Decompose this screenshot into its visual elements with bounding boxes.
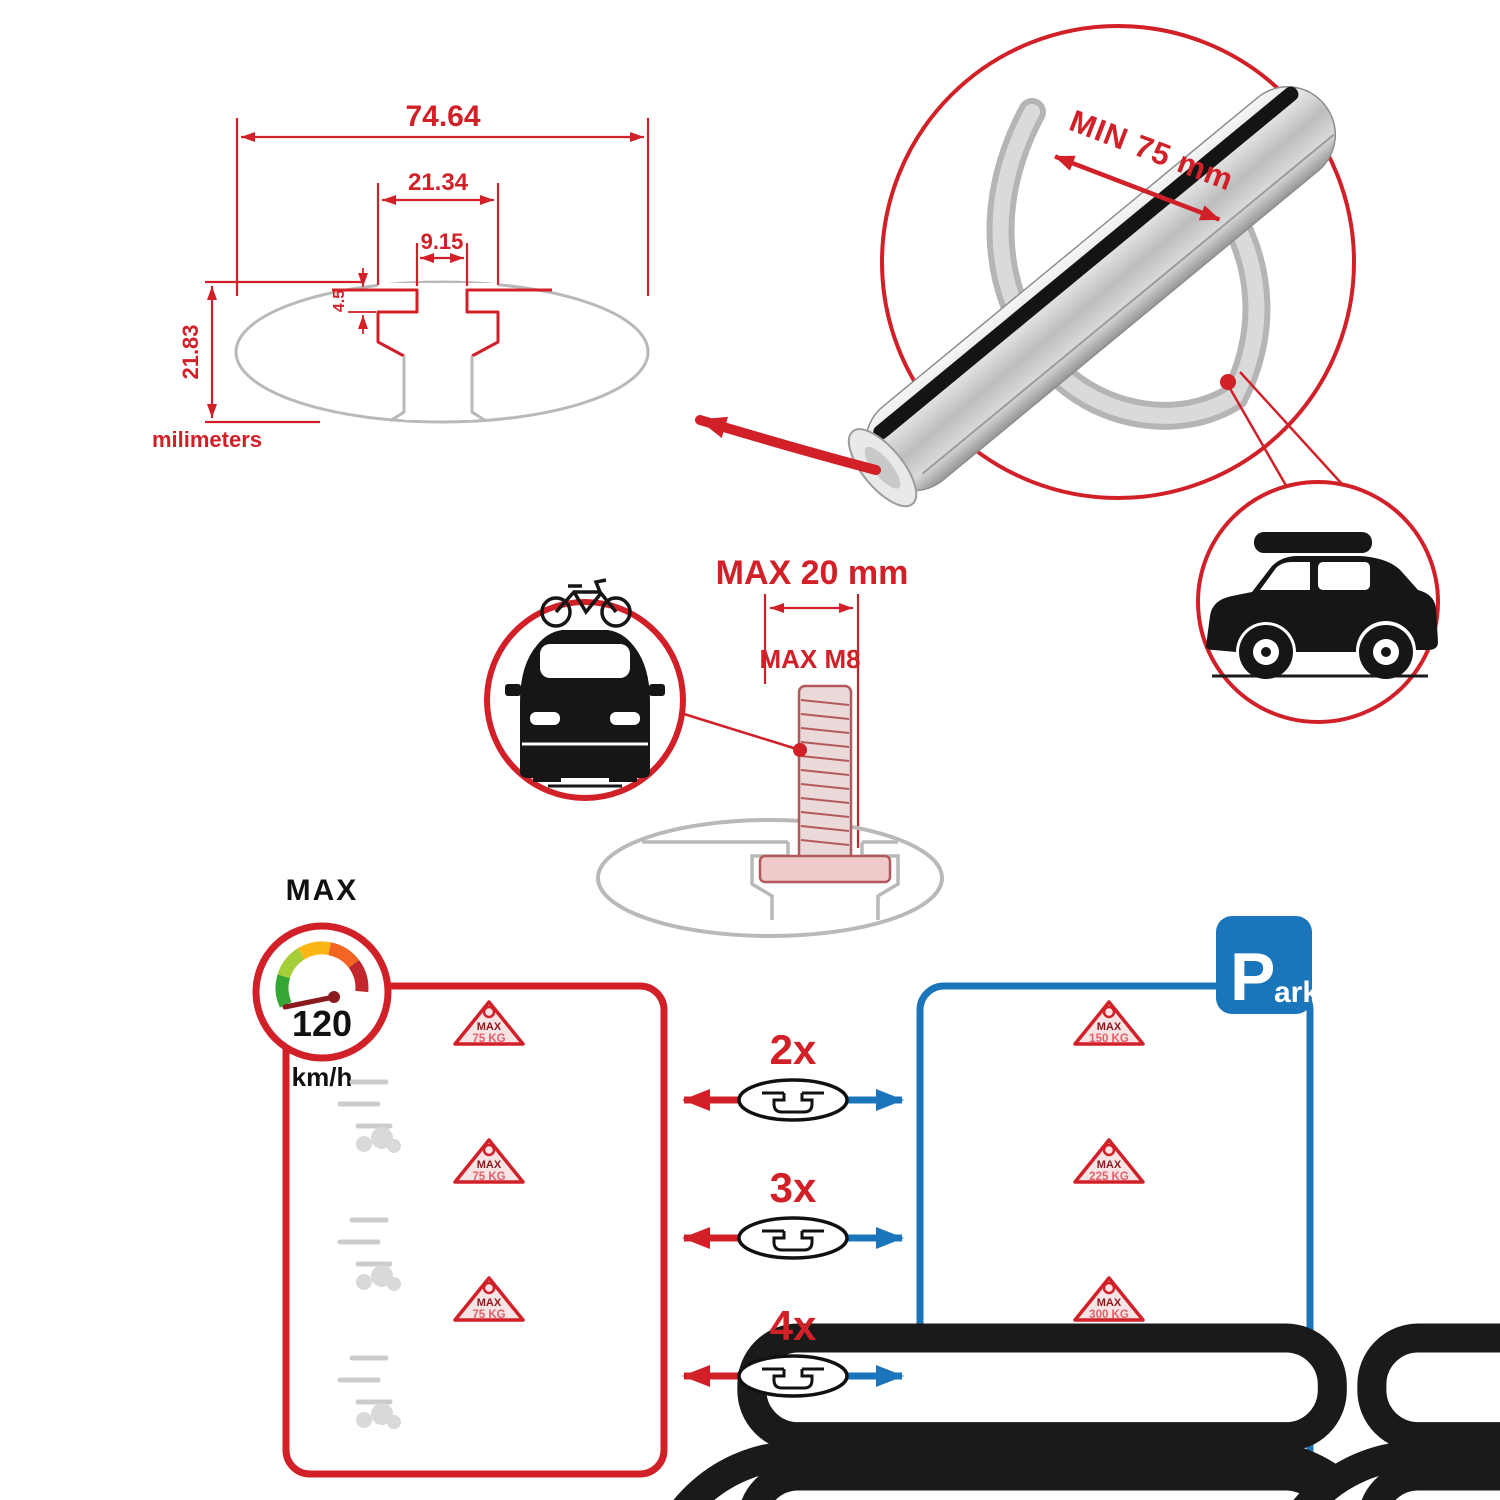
headlight-right xyxy=(610,712,640,725)
parked-cars: MAX 150 KG MAX 225 KG MAX 300 KG xyxy=(1058,1000,1500,1500)
car-front-circle xyxy=(484,578,686,801)
load-badge: MAX 75 KG xyxy=(453,1000,525,1046)
profile-ellipse-ghost xyxy=(596,818,944,938)
dim-channel-width: 21.34 xyxy=(408,169,469,196)
count-row-1: 2x xyxy=(682,1026,904,1122)
detail-arrow xyxy=(695,415,881,475)
bolt-max-length-label: MAX 20 mm xyxy=(716,554,909,592)
speed-value: 120 xyxy=(292,1003,352,1044)
park-p: P xyxy=(1230,939,1275,1015)
roof-box xyxy=(1254,532,1372,553)
count-row-2: 3x xyxy=(682,1164,904,1260)
crossbar-section-icon xyxy=(737,1354,849,1398)
rubber-strip xyxy=(873,86,1299,440)
slot-stem xyxy=(389,356,487,423)
mirror-right xyxy=(649,684,665,696)
dim-slot-width: 9.15 xyxy=(421,229,464,254)
mirror-left xyxy=(505,684,521,696)
bar-detail-circle: MIN 75 mm xyxy=(847,24,1356,516)
units-label: milimeters xyxy=(152,427,262,452)
driving-car-row-3: MAX 75 KG xyxy=(337,1276,525,1429)
dim-total-height: 21.83 xyxy=(178,324,203,379)
bolt-callout-line xyxy=(683,712,801,752)
threaded-bolt xyxy=(758,684,892,884)
multiplier-label: 3x xyxy=(770,1164,817,1211)
bolt-t-foot xyxy=(758,854,892,884)
badge-weight-label: 75 KG xyxy=(472,1171,505,1183)
headlight-left xyxy=(530,712,560,725)
park-ark: ark xyxy=(1274,976,1319,1009)
gauge-arc xyxy=(275,941,369,1008)
bolt-max-thread-label: MAX M8 xyxy=(759,644,860,674)
driving-panel xyxy=(282,982,668,1478)
driving-car-row-1: MAX 75 KG xyxy=(337,1000,1500,1500)
cross-section-drawing: 74.64 21.34 9.15 21.83 4.5 milimeters xyxy=(152,100,650,452)
dim-total-width: 74.64 xyxy=(405,100,480,133)
badge-max-label: MAX xyxy=(477,1159,502,1171)
suv-front-window xyxy=(1260,562,1310,590)
crossbar-count-rows: 2x 3x 4x xyxy=(682,1026,904,1398)
badge-weight-label: 150 KG xyxy=(1089,1033,1129,1045)
badge-max-label: MAX xyxy=(477,1297,502,1309)
badge-max-label: MAX xyxy=(477,1021,502,1033)
suv-body xyxy=(1206,556,1438,652)
parked-car-row-3: MAX 300 KG xyxy=(1073,1276,1145,1322)
gauge-needle xyxy=(282,994,337,1010)
multiplier-label: 2x xyxy=(770,1026,817,1073)
suv-rear-window xyxy=(1318,562,1370,590)
count-row-3: 4x xyxy=(682,1302,904,1398)
slot-outline-right xyxy=(465,288,552,358)
dim-lip-depth: 4.5 xyxy=(331,290,348,312)
park-sign: P ark xyxy=(1216,916,1319,1015)
multiplier-label: 4x xyxy=(770,1302,817,1349)
speed-limit-gauge: MAX 120 km/h xyxy=(252,874,392,1092)
badge-weight-label: 225 KG xyxy=(1089,1171,1129,1183)
bolt-spec: MAX 20 mm MAX M8 xyxy=(596,554,944,938)
speed-units: km/h xyxy=(292,1062,353,1092)
load-badge: MAX 150 KG xyxy=(1073,1000,1145,1046)
suv-circle xyxy=(1196,480,1440,724)
parked-car-row-1: MAX 150 KG xyxy=(1058,1000,1500,1500)
slot-outline-left xyxy=(332,288,419,358)
aluminium-crossbar xyxy=(847,86,1337,508)
badge-max-label: MAX xyxy=(1097,1021,1122,1033)
driving-car-row-2: MAX 75 KG xyxy=(337,1138,1500,1500)
load-badge: MAX 300 KG xyxy=(1073,1276,1145,1322)
slot-profile-ghost xyxy=(642,840,900,920)
crossbar-section-icon xyxy=(737,1216,849,1260)
callout-dot xyxy=(1220,374,1236,390)
badge-weight-label: 300 KG xyxy=(1089,1309,1129,1321)
badge-max-label: MAX xyxy=(1097,1297,1122,1309)
speed-max-label: MAX xyxy=(286,874,359,907)
badge-weight-label: 75 KG xyxy=(472,1309,505,1321)
crossbar-section-icon xyxy=(737,1078,849,1122)
windshield xyxy=(540,644,630,678)
parked-car-row-2: MAX 225 KG xyxy=(1058,1138,1500,1500)
badge-max-label: MAX xyxy=(1097,1159,1122,1171)
load-badge: MAX 75 KG xyxy=(453,1138,525,1184)
load-badge: MAX 225 KG xyxy=(1073,1138,1145,1184)
profile-ellipse xyxy=(234,280,650,424)
load-badge: MAX 75 KG xyxy=(453,1276,525,1322)
driving-cars: MAX 75 KG MAX 75 KG MAX xyxy=(337,1000,1500,1500)
badge-weight-label: 75 KG xyxy=(472,1033,505,1045)
bike-icon xyxy=(540,578,632,628)
